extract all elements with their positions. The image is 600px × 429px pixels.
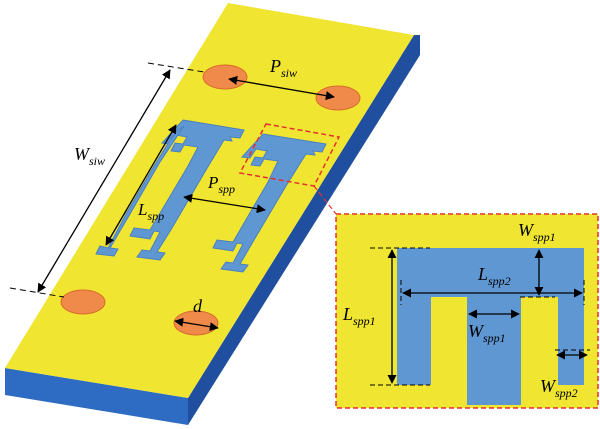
callout-connector	[313, 185, 337, 215]
l-spp2-label: Lspp2	[477, 264, 511, 288]
substrate-right-side	[188, 35, 420, 425]
l-spp-label: Lspp	[137, 200, 164, 223]
d-dimension-arrow	[174, 317, 219, 332]
w-siw-dimension-arrow	[37, 69, 171, 293]
w-spp1-top-label: Wspp1	[518, 220, 556, 244]
w-spp1-mid-label: Wspp1	[468, 321, 506, 345]
w-spp2-label: Wspp2	[540, 376, 578, 400]
zoom-inset: Lspp1 Wspp1 Lspp2 Wspp1 Wspp2	[335, 213, 599, 409]
d-label: d	[193, 296, 203, 316]
p-spp-label: Pspp	[207, 173, 235, 196]
l-spp-dimension-arrow	[105, 124, 177, 246]
via-top-left	[202, 64, 248, 90]
p-siw-dimension-arrow	[228, 75, 335, 101]
via-top-right	[315, 85, 361, 111]
inset-border	[335, 213, 599, 409]
l-spp1-label: Lspp1	[342, 304, 376, 328]
via-bottom-left	[60, 289, 106, 315]
substrate-left-side	[5, 368, 188, 425]
p-spp-dimension-arrow	[183, 193, 266, 214]
w-siw-label: Wsiw	[74, 144, 105, 168]
spp-unit-right	[212, 133, 327, 273]
p-siw-label: Psiw	[269, 56, 297, 80]
w-siw-dim-bot-ext	[9, 287, 65, 298]
